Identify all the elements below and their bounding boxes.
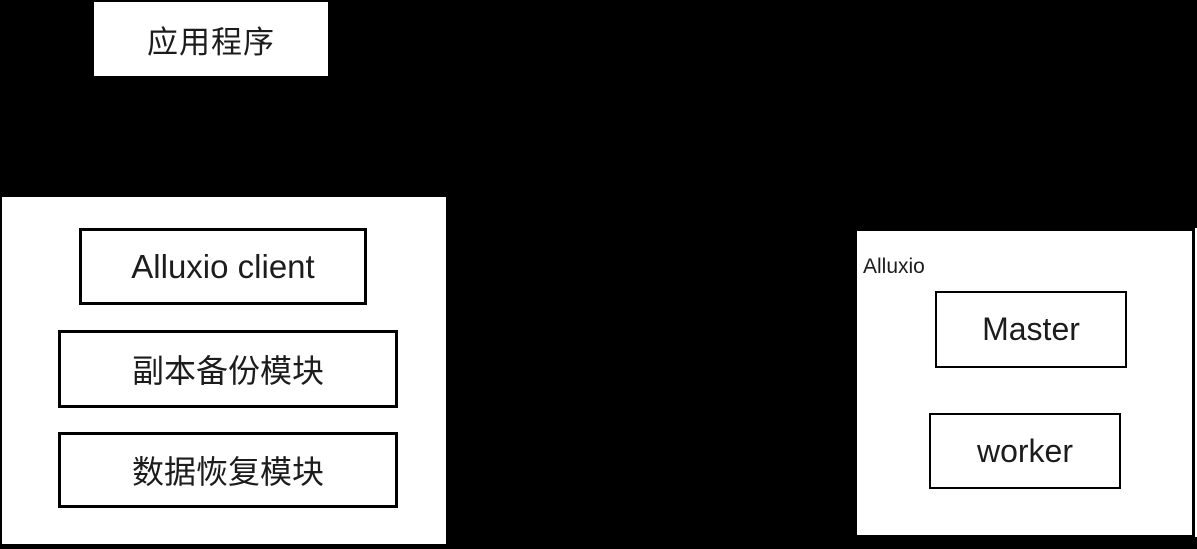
worker-box: worker xyxy=(929,413,1121,489)
master-label: Master xyxy=(982,311,1080,347)
replica-backup-module-box: 副本备份模块 xyxy=(58,330,398,408)
alluxio-client-box: Alluxio client xyxy=(79,228,367,305)
alluxio-cluster-label: Alluxio xyxy=(863,255,925,278)
alluxio-cluster-box: Alluxio Master worker xyxy=(855,229,1194,537)
replica-backup-module-label: 副本备份模块 xyxy=(131,353,324,389)
clipped-box-edge xyxy=(1195,228,1197,537)
master-box: Master xyxy=(935,291,1127,368)
client-group-box: Alluxio client 副本备份模块 数据恢复模块 xyxy=(2,197,446,544)
worker-label: worker xyxy=(976,432,1073,469)
alluxio-client-label: Alluxio client xyxy=(131,247,315,285)
application-box-label: 应用程序 xyxy=(147,24,275,60)
data-recovery-module-label: 数据恢复模块 xyxy=(131,454,324,490)
application-box: 应用程序 xyxy=(94,2,328,76)
data-recovery-module-box: 数据恢复模块 xyxy=(58,432,398,508)
